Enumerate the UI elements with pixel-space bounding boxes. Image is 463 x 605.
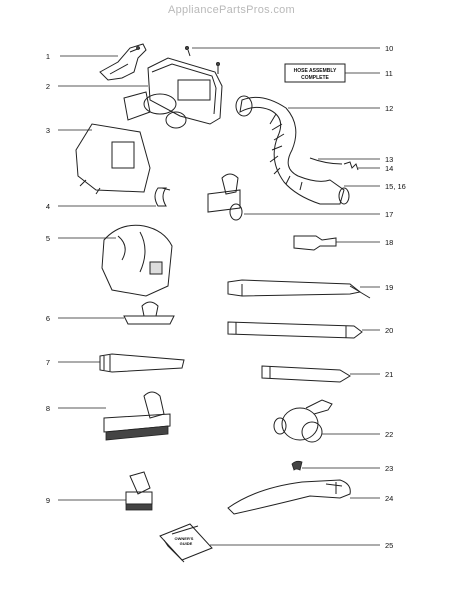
callout-6: 6: [46, 314, 50, 323]
callout-25: 25: [385, 541, 393, 550]
callout-22: 22: [385, 430, 393, 439]
callout-8: 8: [46, 404, 50, 413]
part-3-shroud: [75, 123, 151, 195]
callout-18: 18: [385, 238, 393, 247]
callout-20: 20: [385, 326, 393, 335]
part-19-wand: [227, 279, 371, 299]
part-24-handle: [227, 479, 351, 515]
part-6-upholstery-tool: [123, 301, 175, 325]
callout-1: 1: [46, 52, 50, 61]
callout-15-16: 15, 16: [385, 182, 406, 191]
part-5-bag: [101, 224, 173, 297]
part-2-housing: [123, 57, 223, 129]
callout-17: 17: [385, 210, 393, 219]
part-17-turbo-nozzle: [207, 173, 243, 221]
callout-24: 24: [385, 494, 393, 503]
callout-9: 9: [46, 496, 50, 505]
callout-19: 19: [385, 283, 393, 292]
callout-3: 3: [46, 126, 50, 135]
part-7-crevice-tool: [99, 353, 185, 373]
hose-label-line2: COMPLETE: [301, 75, 329, 81]
callout-14: 14: [385, 164, 393, 173]
part-25-owners-guide: OWNER'S GUIDE: [159, 523, 213, 563]
guide-label-line2: GUIDE: [180, 541, 193, 546]
watermark: AppliancePartsPros.com: [167, 4, 296, 16]
callout-10: 10: [385, 44, 393, 53]
hose-label-line1: HOSE ASSEMBLY: [294, 68, 337, 74]
part-9-upholstery-brush: [125, 471, 153, 511]
callout-12: 12: [385, 104, 393, 113]
callout-23: 23: [385, 464, 393, 473]
part-4-clip: [154, 187, 171, 207]
part-22-motor: [273, 399, 333, 443]
callout-numbers: 1 2 3 4 5 6 7 8 9 10 11 12 13 14 15, 16 …: [46, 44, 406, 550]
callout-4: 4: [46, 202, 50, 211]
leader-lines: [58, 47, 380, 546]
callout-13: 13: [385, 155, 393, 164]
part-1-bracket: [99, 43, 147, 81]
callout-7: 7: [46, 358, 50, 367]
guide-label-line1: OWNER'S: [175, 536, 194, 541]
part-18-connector: [293, 235, 337, 251]
part-12-hose: [235, 95, 350, 205]
part-23-clip: [291, 460, 303, 471]
callout-21: 21: [385, 370, 393, 379]
part-20-wand: [227, 321, 363, 339]
part-13-14-wire-spring: [309, 157, 359, 171]
callout-5: 5: [46, 234, 50, 243]
part-10-screws: [184, 46, 220, 74]
callout-2: 2: [46, 82, 50, 91]
part-8-dusting-brush: [103, 391, 171, 441]
part-21-wand: [261, 365, 351, 383]
callout-11: 11: [385, 69, 393, 78]
part-11-hose-assembly-label: HOSE ASSEMBLY COMPLETE: [284, 63, 346, 83]
